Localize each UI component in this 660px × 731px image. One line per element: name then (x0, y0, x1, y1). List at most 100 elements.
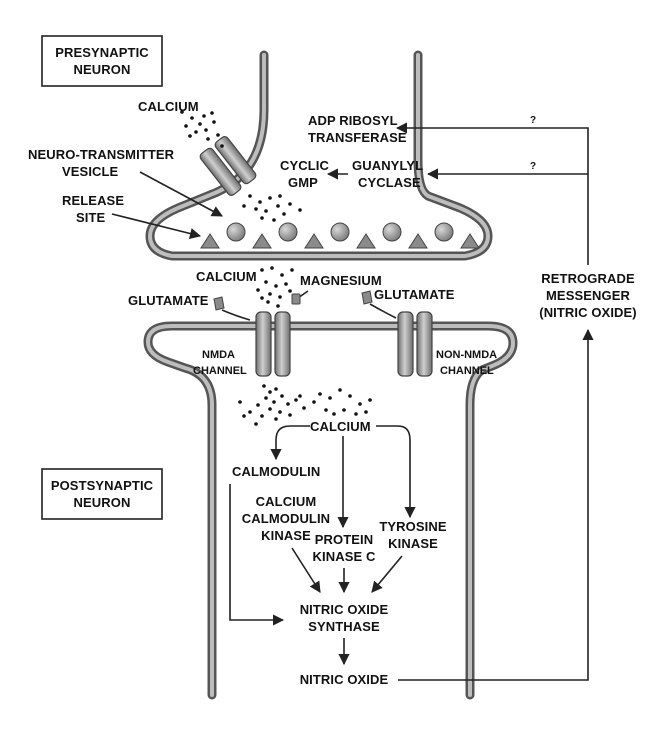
vesicle-icon (382, 222, 402, 242)
release-site-label-line2: SITE (76, 210, 106, 225)
calcium-ion-dot (364, 410, 368, 414)
postsynaptic-label-line2: NEURON (74, 495, 131, 510)
calcium-ion-dot (288, 202, 292, 206)
glutamate-right-pointer (369, 303, 397, 319)
calcium-ion-dot (206, 137, 210, 141)
calcium-ion-dot (298, 394, 302, 398)
guanylyl-label-line2: CYCLASE (358, 175, 421, 190)
calcium-ion-dot (280, 394, 284, 398)
calcium-dots-icon (242, 194, 302, 222)
release-site-icon (252, 233, 272, 249)
calcium-ion-dot (260, 268, 264, 272)
calcium-ion-dot (194, 130, 198, 134)
calcium-cleft-label: CALCIUM (196, 269, 257, 284)
calcium-ion-dot (332, 412, 336, 416)
question-mark-1: ? (530, 115, 536, 126)
calcium-post-label: CALCIUM (310, 419, 371, 434)
presynaptic-label-line1: PRESYNAPTIC (55, 45, 149, 60)
nitric-oxide-label: NITRIC OXIDE (300, 672, 389, 687)
vesicle-icon (330, 222, 350, 242)
vesicle-icon (226, 222, 246, 242)
calcium-ion-dot (256, 288, 260, 292)
calcium-top-label: CALCIUM (138, 99, 199, 114)
calcium-ion-dot (348, 394, 352, 398)
tyrosine-to-nos-arrow (371, 555, 403, 593)
calcium-ion-dot (278, 410, 282, 414)
calcium-ion-dot (198, 122, 202, 126)
vesicle-icon (434, 222, 454, 242)
calcium-dots-icon (238, 384, 372, 426)
calcium-ion-dot (204, 128, 208, 132)
calmodulin-label: CALMODULIN (232, 464, 320, 479)
calcium-ion-dot (270, 266, 274, 270)
calcium-ion-dot (338, 388, 342, 392)
calcium-ion-dot (272, 400, 276, 404)
calcium-ion-dot (256, 403, 260, 407)
calcium-ion-dot (258, 200, 262, 204)
nmda-label-line2: CHANNEL (193, 365, 247, 377)
calcium-ion-dot (286, 402, 290, 406)
calcium-ion-dot (266, 300, 270, 304)
release-site-icon (304, 233, 324, 249)
nmda-channel-icon (255, 311, 291, 377)
calcium-ion-dot (190, 116, 194, 120)
release-site-icon (356, 233, 376, 249)
calcium-ion-dot (354, 412, 358, 416)
calcium-ion-dot (260, 216, 264, 220)
calcium-ion-dot (268, 196, 272, 200)
postsynaptic-label-line1: POSTSYNAPTIC (51, 478, 154, 493)
calcium-ion-dot (268, 390, 272, 394)
ccm-kinase-label-line3: KINASE (261, 528, 311, 543)
calcium-ion-dot (272, 218, 276, 222)
calcium-ion-dot (288, 413, 292, 417)
calcium-to-tyrosine-arrow (376, 425, 416, 519)
pkc-label-line2: KINASE C (313, 549, 376, 564)
calcium-ion-dot (254, 422, 258, 426)
calcium-dots-icon (180, 110, 224, 148)
glutamate-left-label: GLUTAMATE (128, 293, 209, 308)
calcium-ion-dot (280, 273, 284, 277)
release-site-label-line1: RELEASE (62, 193, 124, 208)
glutamate-icon (361, 290, 373, 305)
calcium-ion-dot (260, 414, 264, 418)
cyclic-gmp-label-line1: CYCLIC (280, 158, 329, 173)
calcium-ion-dot (212, 120, 216, 124)
adp-ribosyl-label-line1: ADP RIBOSYL (308, 113, 398, 128)
calcium-ion-dot (276, 204, 280, 208)
calcium-ion-dot (302, 406, 306, 410)
adp-ribosyl-label-line2: TRANSFERASE (308, 130, 407, 145)
non-nmda-label-line1: NON-NMDA (436, 349, 497, 361)
tyrosine-label-line1: TYROSINE (379, 519, 446, 534)
vesicle-icon (278, 222, 298, 242)
calcium-ion-dot (202, 114, 206, 118)
calcium-dots-icon (256, 266, 294, 308)
calcium-ion-dot (248, 194, 252, 198)
vesicle-pointer (139, 171, 223, 217)
calcium-ion-dot (210, 111, 214, 115)
calcium-ion-dot (278, 295, 282, 299)
neurotransmitter-label-line1: NEURO-TRANSMITTER (28, 147, 175, 162)
magnesium-label: MAGNESIUM (300, 273, 382, 288)
calcium-ion-dot (220, 144, 224, 148)
calcium-ion-dot (188, 134, 192, 138)
calcium-ion-dot (264, 396, 268, 400)
vesicle-row (200, 222, 480, 249)
release-site-icon (408, 233, 428, 249)
calcium-ion-dot (260, 296, 264, 300)
retrograde-to-adp-arrow (395, 122, 589, 265)
calcium-ion-dot (368, 398, 372, 402)
calcium-ion-dot (248, 410, 252, 414)
calcium-ion-dot (298, 208, 302, 212)
calcium-ion-dot (238, 400, 242, 404)
calcium-ion-dot (288, 289, 292, 293)
cyclic-gmp-label-line2: GMP (288, 175, 318, 190)
ccm-kinase-label-line1: CALCIUM (256, 494, 317, 509)
calcium-to-calmodulin-arrow (270, 425, 310, 461)
postsynaptic-membrane (143, 321, 518, 700)
calmodulin-to-nos-arrow (229, 484, 285, 626)
glutamate-icon (213, 296, 225, 311)
nmda-label-line1: NMDA (202, 349, 235, 361)
non-nmda-channel-icon (397, 311, 433, 377)
release-site-icon (200, 233, 220, 249)
